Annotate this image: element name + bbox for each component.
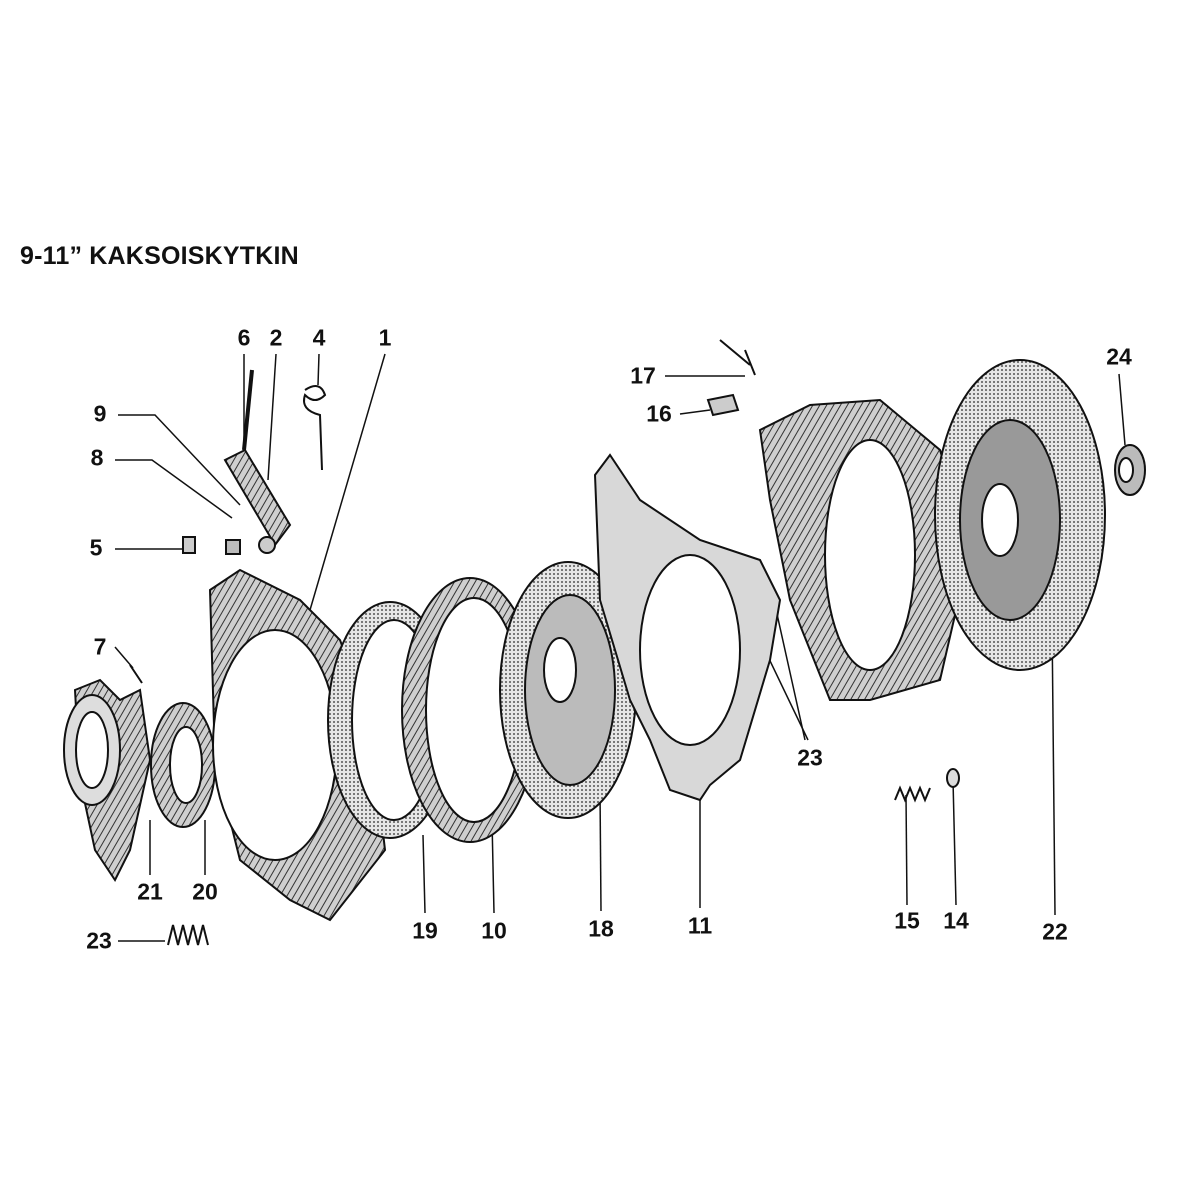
callout-19: 19 [412, 917, 438, 944]
callout-4: 4 [312, 324, 326, 351]
callout-23-left: 23 [86, 927, 112, 954]
lever-part-2 [223, 448, 292, 547]
washer-part-8 [258, 536, 276, 554]
leader-14 [952, 779, 957, 906]
leader-19 [422, 834, 426, 914]
bolt-part-9 [225, 539, 241, 555]
callout-18: 18 [588, 915, 614, 942]
link-part-16 [706, 393, 740, 417]
pin-part-5 [182, 536, 196, 554]
callout-16: 16 [646, 400, 672, 427]
pin-part-6 [242, 369, 254, 451]
intermediate-plate-part-11 [593, 453, 782, 802]
leader-18 [599, 789, 602, 912]
leader-24 [1118, 373, 1126, 446]
leader-22 [1051, 619, 1056, 916]
leader-15 [905, 794, 908, 906]
bearing-part-24 [1114, 444, 1146, 496]
callout-23-right: 23 [797, 744, 823, 771]
callout-6: 6 [237, 324, 251, 351]
leader-16 [679, 409, 711, 415]
callout-11: 11 [687, 912, 713, 939]
callout-9: 9 [93, 400, 107, 427]
callout-10: 10 [481, 917, 507, 944]
callout-22: 22 [1042, 918, 1068, 945]
leader-9 [118, 414, 241, 506]
clutch-disc-part-22 [934, 359, 1106, 671]
callout-21: 21 [137, 878, 163, 905]
callout-8: 8 [90, 444, 104, 471]
callout-15: 15 [894, 907, 920, 934]
bearing-part-20 [150, 702, 216, 828]
leader-2 [267, 353, 277, 481]
spring-part-4 [303, 385, 327, 471]
leader-7 [114, 646, 134, 669]
pin-part-17 [719, 339, 756, 376]
leader-4 [317, 353, 320, 386]
callout-1: 1 [378, 324, 392, 351]
pressure-plate-assembly [758, 398, 972, 701]
leader-1 [309, 353, 386, 611]
callout-5: 5 [89, 534, 103, 561]
spring-part-15 [894, 785, 931, 803]
callout-17: 17 [630, 362, 656, 389]
clutch-disc-part-18 [499, 561, 637, 819]
leader-8 [115, 459, 233, 519]
callout-20: 20 [192, 878, 218, 905]
callout-7: 7 [93, 633, 107, 660]
diagram-title: 9-11” KAKSOISKYTKIN [20, 242, 299, 270]
callout-14: 14 [943, 907, 969, 934]
release-bearing-carrier-part [63, 678, 152, 882]
washer-part-14 [946, 768, 960, 788]
spring-part-23 [167, 924, 209, 946]
callout-24: 24 [1106, 343, 1132, 370]
callout-2: 2 [269, 324, 283, 351]
cotter-pin-part-7 [129, 664, 143, 684]
leader-23a [774, 604, 806, 741]
